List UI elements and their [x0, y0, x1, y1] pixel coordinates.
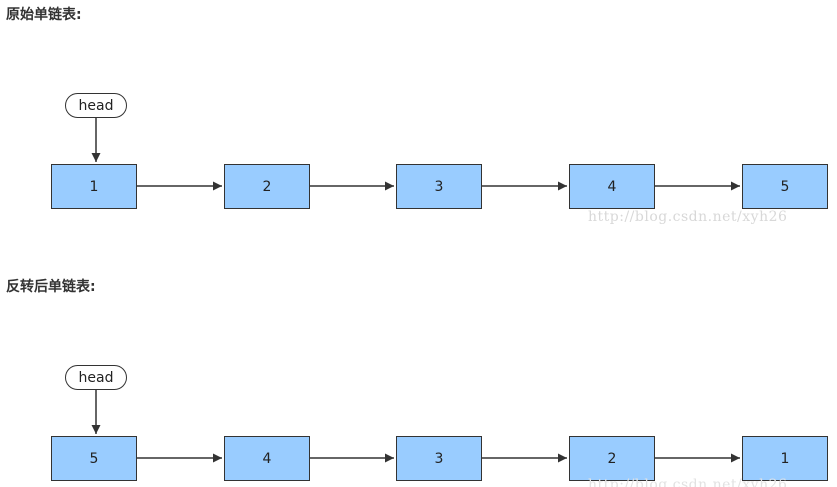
watermark: http://blog.csdn.net/xyh26 — [588, 209, 788, 225]
list-node: 1 — [51, 164, 137, 209]
list-node: 3 — [396, 164, 482, 209]
list-node: 2 — [569, 436, 655, 481]
arrows-reversed — [91, 390, 740, 463]
head-pointer: head — [65, 365, 127, 390]
list-node: 3 — [396, 436, 482, 481]
list-node: 5 — [742, 164, 828, 209]
list-node: 4 — [224, 436, 310, 481]
title-original-list: 原始单链表: — [6, 7, 82, 23]
list-node: 4 — [569, 164, 655, 209]
diagram-original-list: head 1 2 3 4 5 — [0, 80, 837, 210]
list-node: 2 — [224, 164, 310, 209]
watermark-clipped-text: http://blog.csdn.net/xyh26 — [588, 478, 788, 487]
watermark-clipped: http://blog.csdn.net/xyh26 — [588, 478, 834, 487]
head-pointer: head — [65, 93, 127, 118]
list-node: 5 — [51, 436, 137, 481]
list-node: 1 — [742, 436, 828, 481]
diagram-reversed-list: head 5 4 3 2 1 — [0, 352, 837, 482]
arrows-original — [91, 118, 740, 191]
title-reversed-list: 反转后单链表: — [6, 279, 96, 295]
